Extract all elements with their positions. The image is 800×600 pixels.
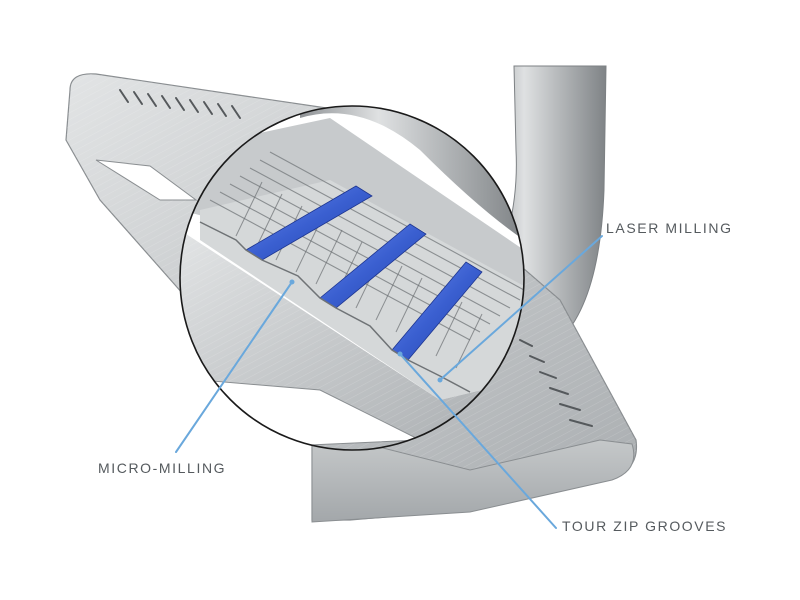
- callout-line-tour: [399, 353, 557, 529]
- micro-milling-label: MICRO-MILLING: [98, 460, 227, 476]
- callout-line-laser: [439, 235, 603, 381]
- laser-milling-label: LASER MILLING: [606, 220, 733, 236]
- tour-zip-grooves: [245, 185, 483, 361]
- callout-dots: [289, 279, 443, 383]
- callout-lines: [175, 235, 603, 529]
- magnified-face: [180, 106, 524, 450]
- toe-notch: [95, 159, 198, 201]
- back-groove-marks: [119, 89, 593, 427]
- tour-zip-grooves-label: TOUR ZIP GROOVES: [562, 518, 728, 534]
- callout-line-micro: [175, 281, 293, 453]
- magnifier-ring: [179, 105, 525, 451]
- sole: [311, 429, 635, 523]
